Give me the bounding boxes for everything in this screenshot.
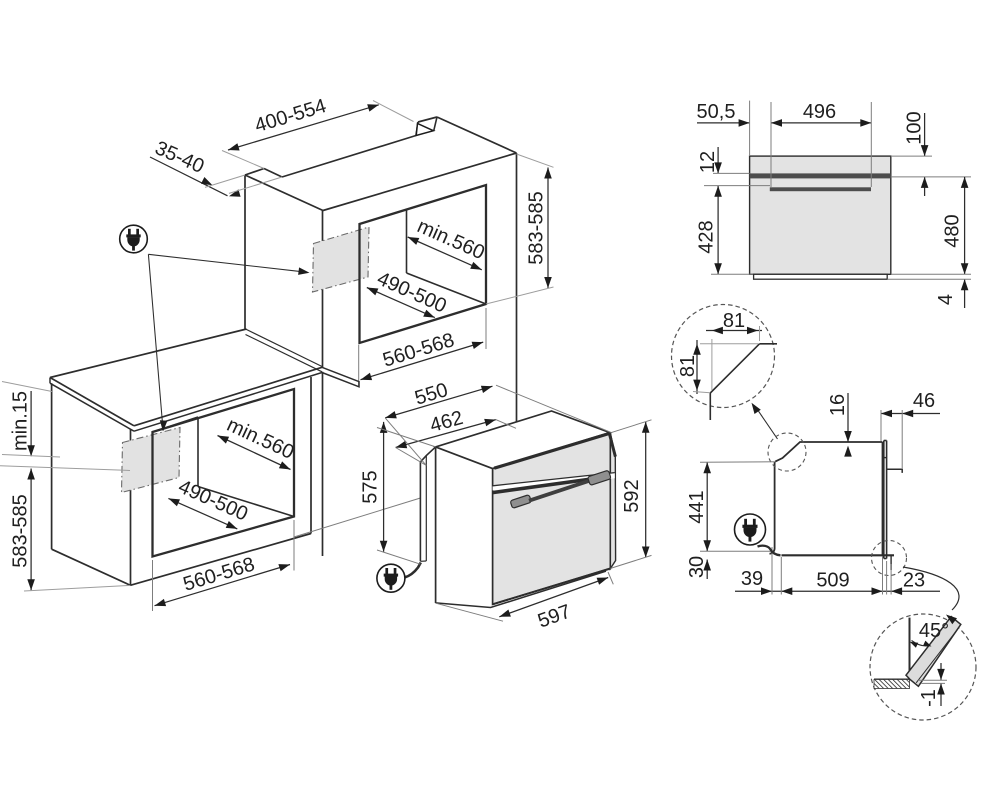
- svg-text:81: 81: [723, 310, 745, 332]
- svg-text:583-585: 583-585: [526, 191, 548, 264]
- svg-text:46: 46: [913, 390, 935, 412]
- svg-text:39: 39: [741, 568, 763, 590]
- svg-text:496: 496: [803, 101, 836, 123]
- svg-text:100: 100: [904, 111, 926, 144]
- svg-text:4: 4: [935, 294, 957, 305]
- svg-text:min.15: min.15: [10, 391, 32, 451]
- svg-text:81: 81: [677, 355, 699, 377]
- svg-text:16: 16: [827, 394, 849, 416]
- svg-text:441: 441: [686, 490, 708, 523]
- svg-text:592: 592: [621, 479, 643, 512]
- svg-text:575: 575: [360, 470, 382, 503]
- svg-text:50,5: 50,5: [697, 101, 736, 123]
- svg-text:30: 30: [686, 556, 708, 578]
- svg-text:23: 23: [903, 570, 925, 592]
- svg-text:-1: -1: [918, 689, 940, 707]
- svg-text:480: 480: [942, 214, 964, 247]
- svg-text:583-585: 583-585: [10, 494, 32, 567]
- svg-text:45°: 45°: [919, 620, 949, 642]
- svg-text:509: 509: [816, 570, 849, 592]
- svg-text:12: 12: [697, 151, 719, 173]
- svg-text:428: 428: [696, 220, 718, 253]
